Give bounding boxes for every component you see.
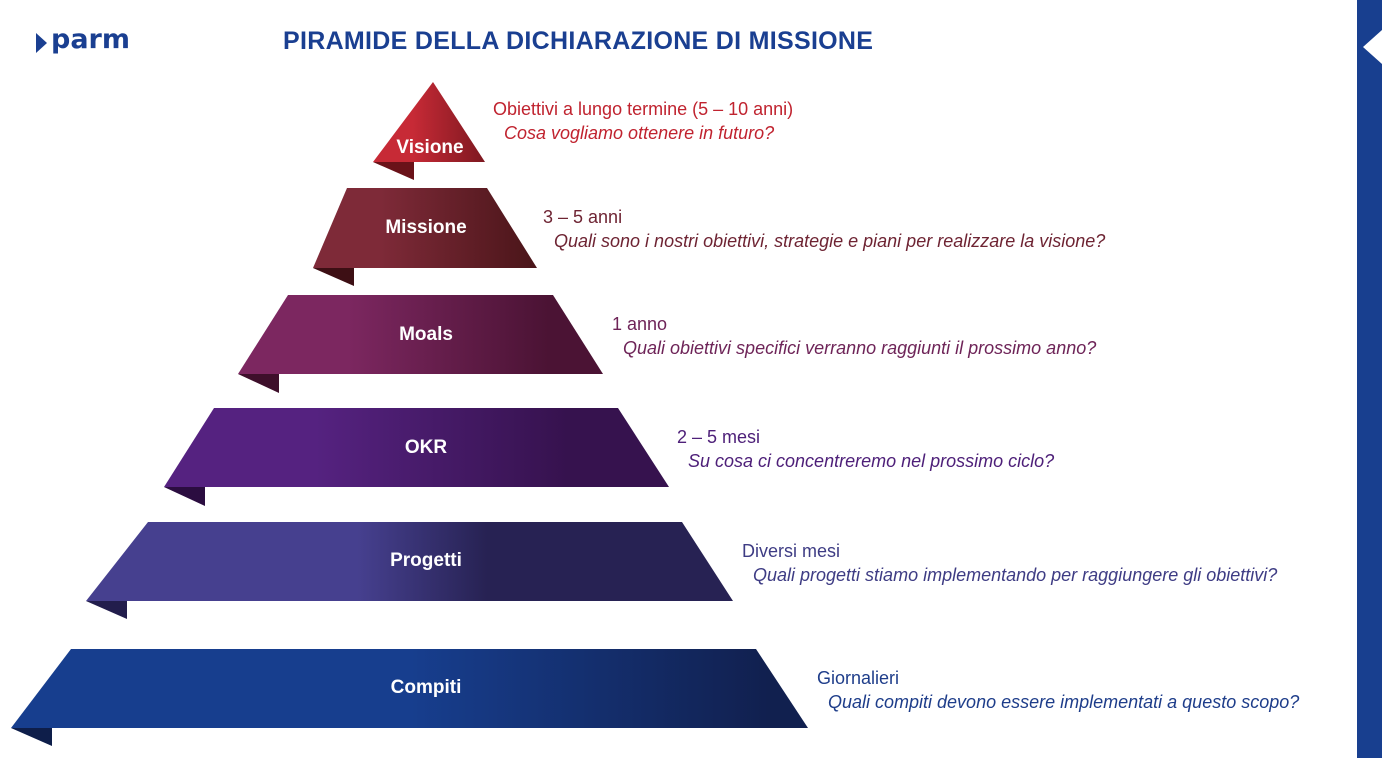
chevron-left-icon[interactable] — [1363, 30, 1382, 64]
layer-label-compiti: Compiti — [390, 677, 462, 698]
layer-progetti-shape — [86, 522, 733, 619]
layer-period: Diversi mesi — [742, 541, 841, 561]
layer-label-progetti: Progetti — [390, 550, 462, 571]
layer-question: Cosa vogliamo ottenere in futuro? — [504, 123, 775, 143]
layer-question: Quali obiettivi specifici verranno raggi… — [623, 338, 1097, 358]
layer-question: Quali compiti devono essere implementati… — [828, 692, 1300, 712]
layer-period: Obiettivi a lungo termine (5 – 10 anni) — [493, 99, 794, 119]
layer-moals-shape — [238, 295, 603, 393]
layer-missione-shape — [313, 188, 537, 286]
layer-question: Su cosa ci concentreremo nel prossimo ci… — [688, 451, 1055, 471]
layer-period: 3 – 5 anni — [543, 207, 623, 227]
layer-label-visione: Visione — [396, 137, 464, 158]
layer-description-visione: Obiettivi a lungo termine (5 – 10 anni) … — [493, 97, 793, 145]
layer-label-moals: Moals — [399, 324, 453, 345]
layer-label-missione: Missione — [385, 217, 467, 238]
layer-period: 1 anno — [612, 314, 668, 334]
layer-visione-shape — [373, 82, 485, 180]
layer-question: Quali progetti stiamo implementando per … — [753, 565, 1278, 585]
layer-description-progetti: Diversi mesi Quali progetti stiamo imple… — [742, 539, 1277, 587]
layer-description-okr: 2 – 5 mesi Su cosa ci concentreremo nel … — [677, 425, 1054, 473]
layer-label-okr: OKR — [404, 437, 448, 458]
layer-description-compiti: Giornalieri Quali compiti devono essere … — [817, 666, 1299, 714]
play-triangle-icon — [36, 32, 47, 53]
parm-logo: parm — [36, 26, 130, 53]
layer-okr-shape — [164, 408, 669, 506]
layer-period: Giornalieri — [817, 668, 900, 688]
logo-text: parm — [51, 24, 130, 55]
layer-description-missione: 3 – 5 anni Quali sono i nostri obiettivi… — [543, 205, 1105, 253]
layer-description-moals: 1 anno Quali obiettivi specifici verrann… — [612, 312, 1096, 360]
layer-period: 2 – 5 mesi — [677, 427, 761, 447]
layer-question: Quali sono i nostri obiettivi, strategie… — [554, 231, 1106, 251]
layer-compiti-shape — [11, 649, 808, 746]
side-navigation-bar — [1357, 0, 1382, 758]
page-title: PIRAMIDE DELLA DICHIARAZIONE DI MISSIONE — [283, 27, 874, 55]
